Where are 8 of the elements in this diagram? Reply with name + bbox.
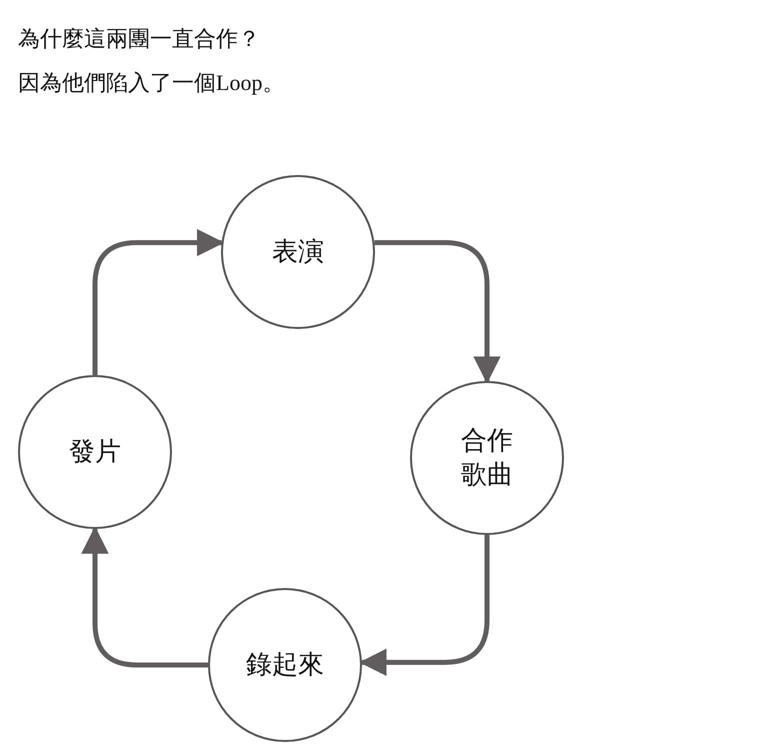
arrow (81, 526, 208, 668)
arrow (374, 240, 501, 384)
step-label: 表演 (272, 236, 324, 268)
subtitle: 因為他們陷入了一個Loop。 (18, 69, 284, 97)
step-label: 合作歌曲 (460, 425, 514, 491)
title: 為什麼這兩團一直合作？ (18, 25, 260, 53)
step-label: 發片 (69, 436, 121, 468)
step-label: 錄起來 (246, 649, 324, 681)
